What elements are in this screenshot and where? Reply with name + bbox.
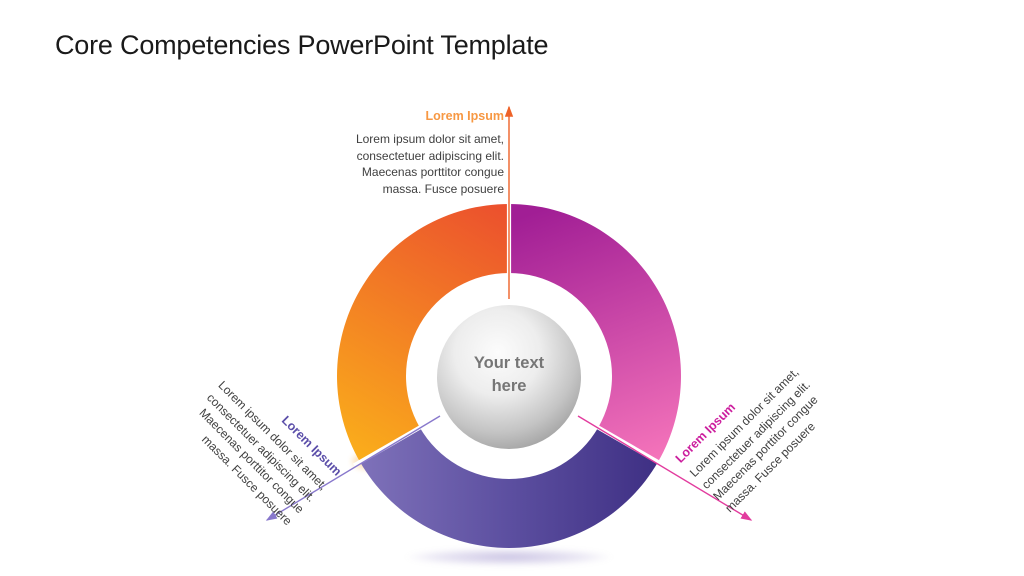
callout-top-line: Lorem ipsum dolor sit amet, [355,132,504,146]
segment-purple [360,427,658,548]
center-placeholder-text: Your text here [429,352,589,398]
arrow-down-left [265,415,441,521]
callout-top-heading: Lorem Ipsum [425,109,505,123]
donut-reflection [404,548,614,566]
center-sphere [437,305,581,449]
callout-top-line: massa. Fusce posuere [382,181,504,196]
arrow-down-right [577,415,753,521]
center-text-line1: Your text [473,354,545,372]
center-text-line2: here [491,377,527,395]
callout-top-line: Maecenas porttitor congue [361,165,504,179]
callout-top-line: consectetuer adipiscing elit. [356,148,504,163]
segment-pink [509,204,681,462]
slide-title: Core Competencies PowerPoint Template [55,30,549,60]
segment-orange [337,204,509,462]
callout-top: Lorem Ipsum Lorem ipsum dolor sit amet, … [274,108,504,197]
